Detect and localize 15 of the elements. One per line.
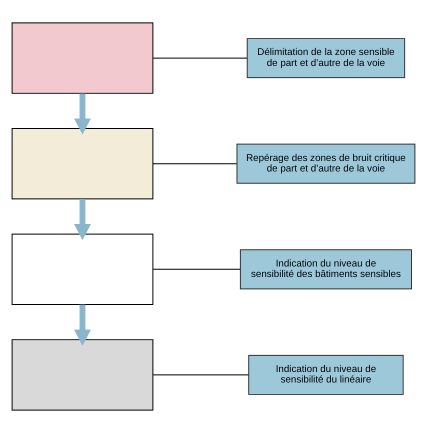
- connector: [152, 268, 241, 270]
- node-box: Indication du niveau de sensibilité des bâtiments sensibles: [240, 249, 412, 290]
- connector: [152, 58, 248, 59]
- node-box: Délimitation de la zone sensible de part et d’autre de la voie: [246, 38, 406, 78]
- node-box: [12, 128, 154, 200]
- node-box: [12, 234, 154, 305]
- connector: [152, 163, 238, 164]
- arrow: [74, 93, 91, 135]
- connector: [152, 374, 249, 376]
- node-box: Indication du niveau de sensibilité du linéaire: [248, 354, 404, 395]
- arrow: [74, 304, 91, 346]
- node-box: [12, 22, 154, 94]
- node-box: [12, 339, 154, 411]
- arrow: [74, 199, 91, 240]
- node-box: Repérage des zones de bruit critique de part et d’autre de la voie: [236, 144, 416, 184]
